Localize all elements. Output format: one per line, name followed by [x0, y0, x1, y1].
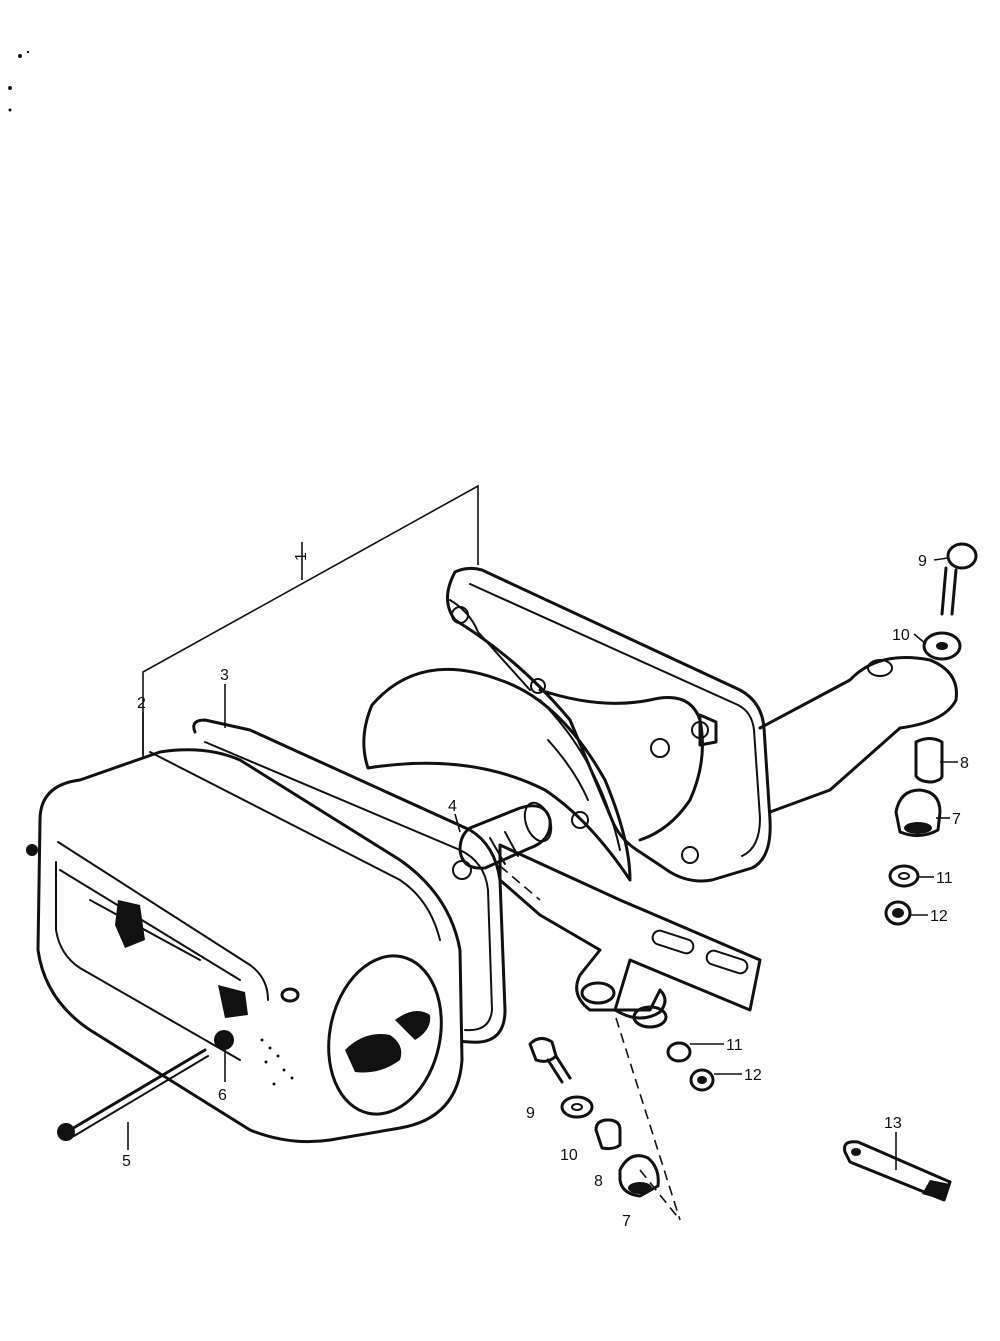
callout-13: 13 [884, 1115, 902, 1132]
callout-8-upper: 8 [960, 755, 969, 772]
assembly-axes [499, 865, 681, 1221]
callout-9-upper: 9 [918, 553, 927, 570]
reflector-shell [362, 667, 632, 882]
bulb-socket [458, 801, 553, 870]
assembly-bracket [142, 484, 479, 755]
upper-hardware [884, 542, 978, 926]
lower-hardware [528, 1037, 715, 1198]
callout-12-upper: 12 [930, 908, 948, 925]
mounting-bracket [446, 566, 958, 883]
callout-12-lower: 12 [744, 1067, 762, 1084]
callout-9-lower: 9 [526, 1105, 535, 1122]
lens-gasket [192, 718, 507, 1044]
lamp-housing [26, 748, 464, 1144]
housing-texture [260, 1038, 294, 1086]
callout-11-lower: 11 [726, 1037, 743, 1054]
callout-8-lower: 8 [594, 1173, 603, 1190]
long-screw [57, 1048, 209, 1141]
callout-5: 5 [122, 1153, 131, 1170]
cord-tag [843, 1140, 952, 1202]
callout-labels: 1 2 3 4 5 6 9 10 8 7 11 12 11 12 9 10 8 … [122, 552, 969, 1230]
callout-4: 4 [448, 798, 457, 815]
callout-3: 3 [220, 667, 229, 684]
callout-11-upper: 11 [936, 870, 953, 887]
callout-2: 2 [137, 695, 146, 712]
callout-7-lower: 7 [622, 1213, 631, 1230]
plate-bracket [498, 843, 762, 1029]
leader-lines [127, 557, 958, 1170]
scan-specks [8, 50, 30, 112]
callout-6: 6 [218, 1087, 227, 1104]
callout-10-upper: 10 [892, 627, 910, 644]
callout-7-upper: 7 [952, 811, 961, 828]
callout-10-lower: 10 [560, 1147, 578, 1164]
callout-1: 1 [293, 552, 310, 561]
